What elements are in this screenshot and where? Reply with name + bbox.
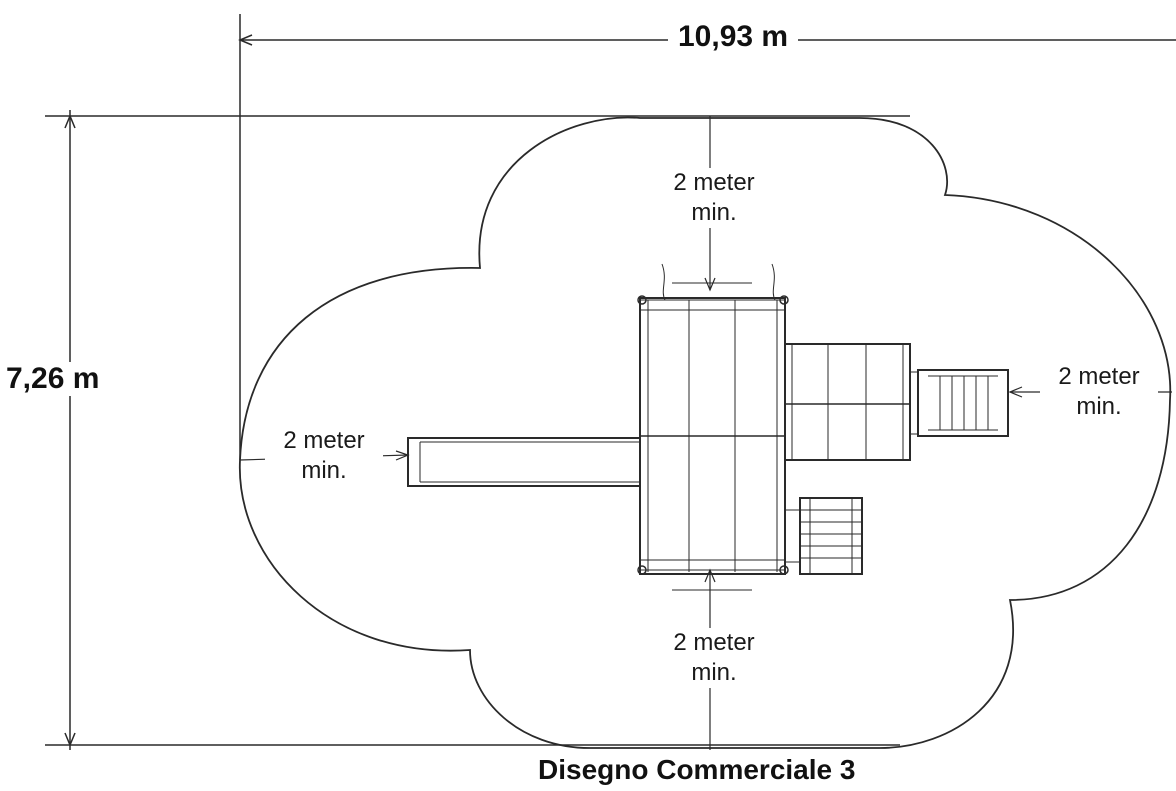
clearance-label-left: 2 meter min.	[265, 426, 383, 486]
clearance-label-bottom: 2 meter min.	[655, 628, 773, 688]
safety-zone-outline	[239, 116, 1172, 749]
width-dimension-label: 10,93 m	[668, 20, 799, 54]
width-dimension-line	[238, 14, 1176, 460]
steps	[785, 497, 863, 575]
height-dimension-line	[45, 110, 910, 750]
ladder	[910, 369, 1009, 437]
slide	[407, 437, 641, 487]
clearance-label-top: 2 meter min.	[655, 168, 773, 228]
height-dimension-label: 7,26 m	[0, 362, 106, 396]
clearance-label-right: 2 meter min.	[1040, 362, 1158, 422]
drawing-caption: Disegno Commerciale 3	[538, 754, 856, 785]
side-deck	[784, 343, 911, 461]
main-deck	[637, 263, 789, 591]
